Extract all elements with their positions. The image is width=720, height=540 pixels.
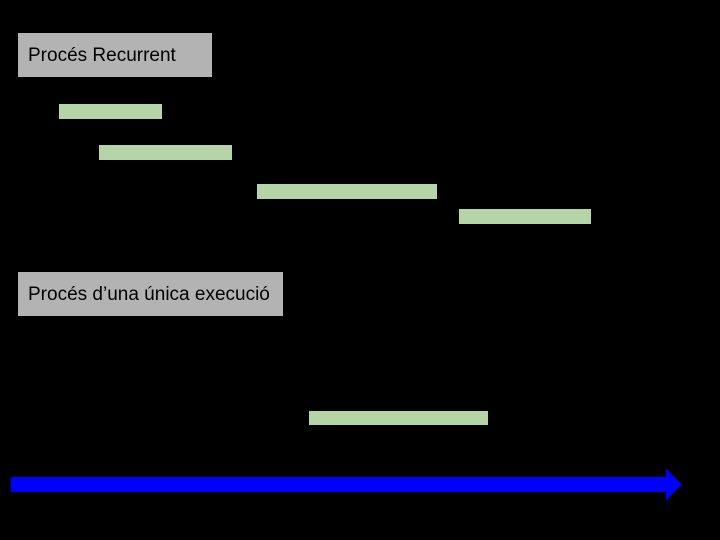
recurrent-execution-bar-3 bbox=[257, 184, 437, 199]
recurrent-execution-bar-4 bbox=[459, 209, 591, 224]
single-execution-process-label: Procés d’una única execució bbox=[28, 283, 270, 305]
single-execution-process-label-box: Procés d’una única execució bbox=[18, 272, 283, 316]
recurrent-process-label: Procés Recurrent bbox=[28, 44, 176, 66]
recurrent-execution-bar-2 bbox=[99, 145, 232, 160]
single-execution-bar bbox=[309, 411, 488, 425]
timeline-arrow-shape bbox=[11, 468, 682, 501]
recurrent-execution-bar-1 bbox=[59, 104, 162, 119]
recurrent-process-label-box: Procés Recurrent bbox=[18, 33, 212, 77]
